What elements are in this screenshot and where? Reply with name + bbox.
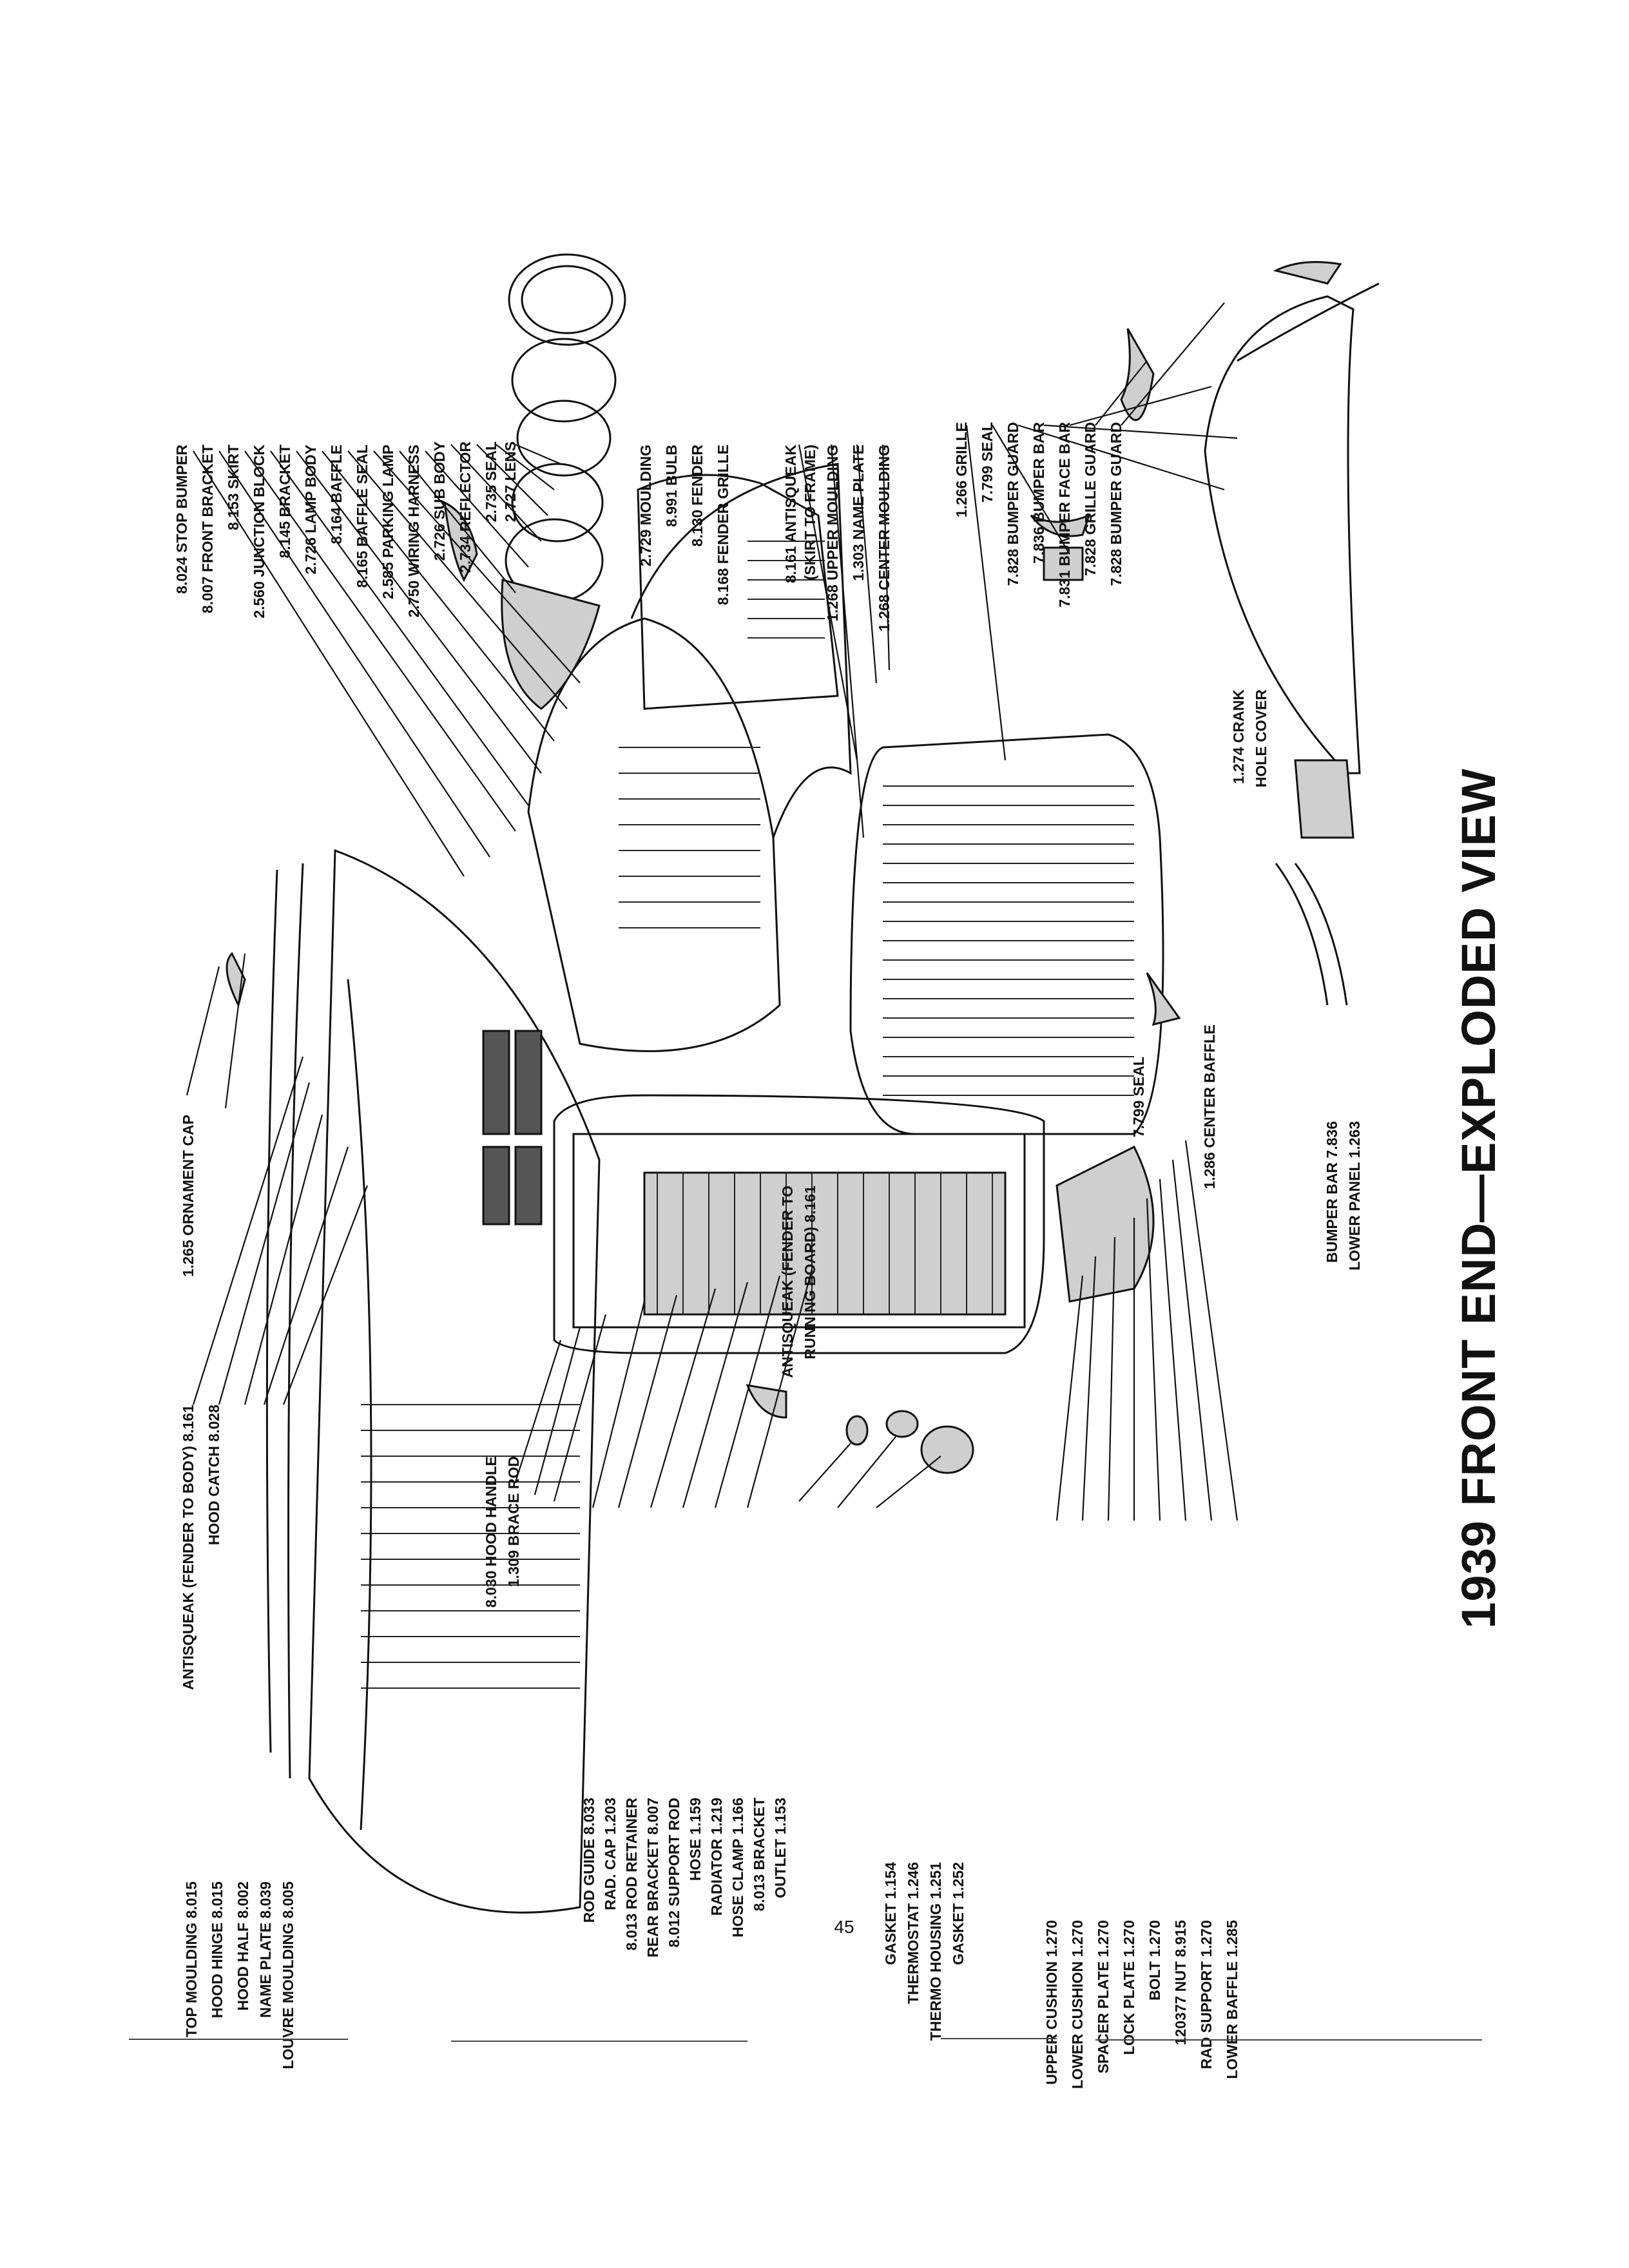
label-hood-half: HOOD HALF 8.002 <box>235 1881 251 2011</box>
label-parking-lamp: 2.585 PARKING LAMP <box>380 445 396 599</box>
label-bumper-guard-2: 7.828 BUMPER GUARD <box>1108 422 1124 586</box>
label-nut: 120377 NUT 8.915 <box>1172 1920 1189 2046</box>
label-bumper-bar: 7.836 BUMPER BAR <box>1030 422 1047 564</box>
label-thermostat: THERMOSTAT 1.246 <box>905 1862 921 2004</box>
hood-assembly <box>226 849 601 1914</box>
label-front-bracket: 8.007 FRONT BRACKET <box>199 445 216 613</box>
label-rod-retainer: 8.013 ROD RETAINER <box>623 1798 640 1951</box>
label-rad-cap: RAD. CAP 1.203 <box>602 1798 619 1910</box>
labels-bottom-mid-group: ROD GUIDE 8.033 RAD. CAP 1.203 8.013 ROD… <box>581 1798 789 1957</box>
label-lower-baffle: LOWER BAFFLE 1.285 <box>1224 1920 1240 2079</box>
bumper-assembly <box>1030 261 1380 1026</box>
label-bumper-bar-lower: BUMPER BAR 7.836 <box>1324 1121 1340 1263</box>
label-junction-block: 2.560 JUNCTION BLOCK <box>251 445 267 619</box>
label-bulb: 8.991 BULB <box>663 445 680 527</box>
label-lower-panel: LOWER PANEL 1.263 <box>1346 1121 1363 1271</box>
label-stop-bumper: 8.024 STOP BUMPER <box>173 445 190 594</box>
label-gasket-1: GASKET 1.154 <box>882 1862 899 1965</box>
label-wiring-harness: 2.750 WIRING HARNESS <box>405 445 422 617</box>
label-running-board: RUNNING BOARD) 8.161 <box>802 1186 818 1360</box>
radiator-grille-shell <box>849 733 1164 1135</box>
label-baffle: 8.164 BAFFLE <box>328 445 345 544</box>
label-hood-catch: HOOD CATCH 8.028 <box>206 1405 222 1545</box>
label-name-plate-hood: NAME PLATE 8.039 <box>257 1881 274 2018</box>
label-thermo-housing: THERMO HOUSING 1.251 <box>927 1862 944 2041</box>
label-sub-body: 2.726 SUB BODY <box>431 441 448 561</box>
labels-bumper-lower-group: BUMPER BAR 7.836 LOWER PANEL 1.263 <box>1324 1121 1363 1271</box>
headlamp-assembly <box>443 253 626 710</box>
labels-top-mid-group: 2.729 MOULDING 8.991 BULB 8.130 FENDER 8… <box>637 445 731 606</box>
page-title: 1939 FRONT END—EXPLODED VIEW <box>1452 768 1505 1629</box>
label-reflector: 2.734 REFLECTOR <box>457 441 474 573</box>
label-fender: 8.130 FENDER <box>689 445 706 547</box>
label-fender-grille: 8.168 FENDER GRILLE <box>715 445 731 605</box>
label-grille: 1.266 GRILLE <box>953 422 970 517</box>
label-lower-cushion: LOWER CUSHION 1.270 <box>1069 1920 1086 2089</box>
label-louvre-moulding: LOUVRE MOULDING 8.005 <box>280 1881 296 2070</box>
label-lamp-body: 2.726 LAMP BODY <box>302 445 319 575</box>
label-rod-guide: ROD GUIDE 8.033 <box>581 1798 597 1923</box>
label-antisqueak-running-board: ANTISQUEAK (FENDER TO <box>779 1186 796 1378</box>
label-crank: 1.274 CRANK <box>1230 689 1247 784</box>
label-center-moulding: 1.268 CENTER MOULDING <box>876 445 892 631</box>
label-ornament-cap: 1.265 ORNAMENT CAP <box>180 1115 197 1277</box>
labels-bottom-thermo-group: GASKET 1.154 THERMOSTAT 1.246 THERMO HOU… <box>882 1862 967 2041</box>
labels-top-right-b-group: 1.266 GRILLE 7.799 SEAL 7.828 BUMPER GUA… <box>953 422 1124 608</box>
label-name-plate: 1.303 NAME PLATE <box>850 445 867 581</box>
radiator-core <box>553 1094 1155 1474</box>
labels-bottom-right-group: UPPER CUSHION 1.270 LOWER CUSHION 1.270 … <box>1043 1920 1240 2089</box>
label-bracket-rad: 8.013 BRACKET <box>751 1798 767 1911</box>
labels-bottom-left-group: TOP MOULDING 8.015 HOOD HINGE 8.015 HOOD… <box>183 1881 296 2070</box>
label-seal: 2.735 SEAL <box>483 441 499 522</box>
page-number: 45 <box>834 1917 854 1937</box>
label-gasket-2: GASKET 1.252 <box>950 1862 967 1965</box>
label-upper-cushion: UPPER CUSHION 1.270 <box>1043 1920 1060 2085</box>
label-rear-bracket: REAR BRACKET 8.007 <box>644 1798 661 1957</box>
labels-crank-group: 1.274 CRANK HOLE COVER <box>1230 689 1269 787</box>
label-bumper-face-bar: 7.831 BUMPER FACE BAR <box>1056 422 1073 608</box>
label-hood-handle: 8.030 HOOD HANDLE <box>483 1456 499 1608</box>
label-top-moulding: TOP MOULDING 8.015 <box>183 1881 200 2037</box>
label-seal-lower: 7.799 SEAL <box>1130 1057 1147 1137</box>
label-hose-clamp: HOSE CLAMP 1.166 <box>729 1798 746 1937</box>
label-lock-plate: LOCK PLATE 1.270 <box>1121 1920 1137 2055</box>
label-upper-moulding: 1.268 UPPER MOULDING <box>824 445 841 622</box>
label-lens: 2.727 LENS <box>502 441 519 522</box>
label-hood-hinge: HOOD HINGE 8.015 <box>209 1881 226 2018</box>
labels-top-left-group: 8.024 STOP BUMPER 8.007 FRONT BRACKET 8.… <box>173 441 519 619</box>
label-brace-rod: 1.309 BRACE ROD <box>505 1456 522 1587</box>
label-bumper-guard-1: 7.828 BUMPER GUARD <box>1005 422 1021 586</box>
label-skirt-to-frame: (SKIRT TO FRAME) <box>802 445 818 580</box>
label-support-rod: 8.012 SUPPORT ROD <box>666 1798 682 1948</box>
label-radiator: RADIATOR 1.219 <box>708 1798 725 1916</box>
labels-top-right-a-group: 8.161 ANTISQUEAK (SKIRT TO FRAME) 1.268 … <box>782 445 892 631</box>
scan-rules <box>129 2038 1482 2042</box>
label-outlet: OUTLET 1.153 <box>772 1798 789 1898</box>
label-bracket: 8.145 BRACKET <box>276 445 293 558</box>
label-seal-upper: 7.799 SEAL <box>979 422 996 503</box>
label-baffle-seal: 8.165 BAFFLE SEAL <box>354 445 371 588</box>
labels-hood-handle-group: 8.030 HOOD HANDLE 1.309 BRACE ROD <box>483 1456 522 1608</box>
label-center-baffle: 1.286 CENTER BAFFLE <box>1201 1024 1218 1189</box>
label-bolt: BOLT 1.270 <box>1146 1920 1163 2001</box>
label-moulding: 2.729 MOULDING <box>637 445 654 566</box>
labels-running-board-group: ANTISQUEAK (FENDER TO RUNNING BOARD) 8.1… <box>779 1186 818 1378</box>
label-spacer-plate: SPACER PLATE 1.270 <box>1095 1920 1112 2073</box>
label-hose: HOSE 1.159 <box>687 1798 704 1881</box>
label-grille-guard: 7.828 GRILLE GUARD <box>1082 422 1099 576</box>
fender-assembly <box>527 463 852 1052</box>
leader-lines <box>186 302 1239 1521</box>
label-antisqueak-fender-body: ANTISQUEAK (FENDER TO BODY) 8.161 <box>180 1405 197 1690</box>
label-hole-cover: HOLE COVER <box>1253 689 1269 787</box>
label-skirt: 8.153 SKIRT <box>225 445 242 530</box>
label-rad-support: RAD SUPPORT 1.270 <box>1198 1920 1215 2069</box>
label-antisqueak-skirt: 8.161 ANTISQUEAK <box>782 445 799 584</box>
